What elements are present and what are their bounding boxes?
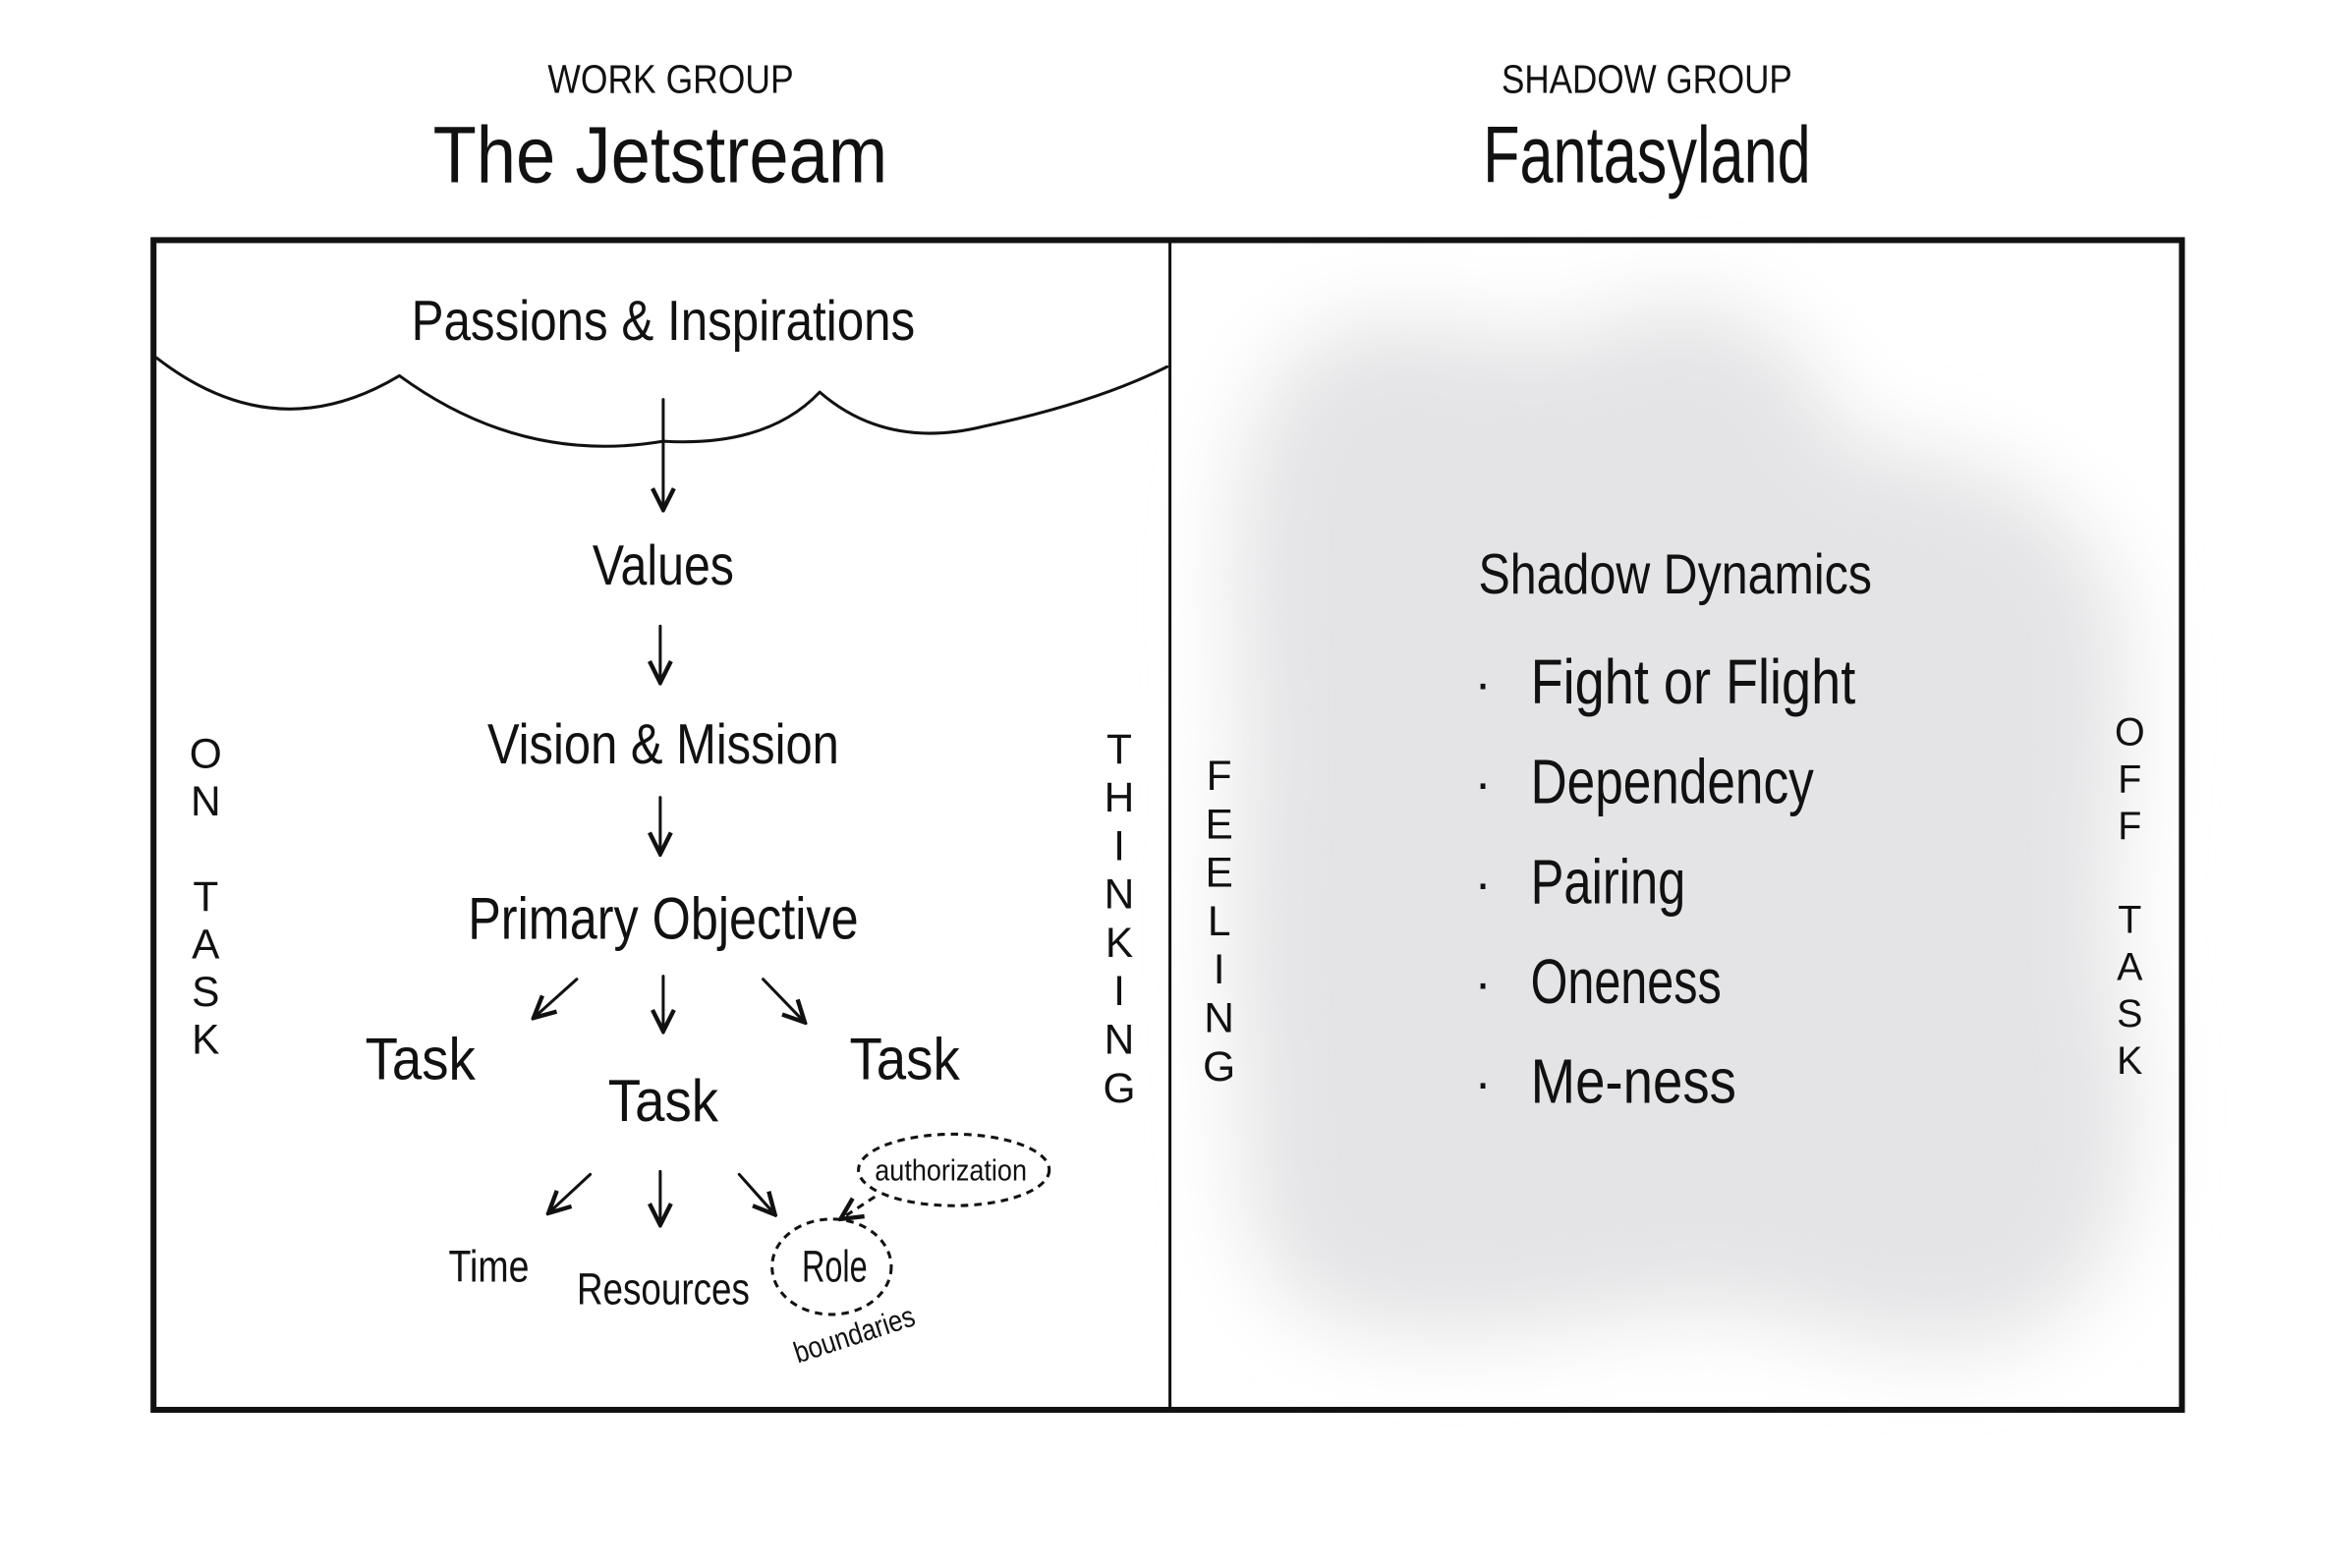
shadow-dynamics-list: · Fight or Flight · Dependency · Pairing · Onen… [1474,647,1855,1116]
side-label-letter: L [1208,898,1231,944]
task-center: Task [608,1067,719,1134]
shadow-dynamic-item: Dependency [1531,748,1814,817]
side-label-letter: F [2118,805,2141,848]
work-group-subtitle: WORK GROUP [547,56,793,101]
bullet-icon: · [1474,954,1491,1011]
bullet-icon: · [1474,755,1491,812]
detail-time: Time [449,1242,530,1292]
cloud-label: Passions & Inspirations [412,290,916,353]
bullet-icon: · [1474,654,1491,711]
diagram-frame [150,237,2185,1414]
side-label-letter: K [2117,1039,2142,1083]
side-label-letter: H [1105,774,1135,820]
shadow-dynamic-item: Oneness [1531,947,1722,1017]
boundaries-label: boundaries [790,1301,919,1371]
side-label-letter: N [1105,1017,1135,1063]
detail-role: Role [802,1242,868,1292]
shadow-group-subtitle: SHADOW GROUP [1502,56,1792,101]
side-label-letter: S [2117,992,2142,1036]
side-label-letter: T [193,873,218,920]
work-group-title: The Jetstream [433,110,888,199]
cloud-outline [154,356,1169,448]
side-label-letter: K [1106,920,1133,966]
bullet-icon: · [1474,1054,1491,1111]
side-label-letter: I [1214,946,1225,992]
side-label-letter: E [1205,801,1232,847]
flow-primary-objective: Primary Objective [468,885,858,952]
side-label-letter: A [2117,945,2143,988]
side-label-letter: F [2118,757,2141,801]
role-boundary [770,1217,893,1316]
side-label-letter: E [1205,850,1232,896]
side-label-letter: T [2118,899,2141,942]
side-label-letter: O [190,730,222,776]
arrow-left [548,1172,593,1212]
authorization-arrow [840,1195,877,1219]
side-label-letter: I [1113,968,1125,1014]
side-label-letter: F [1207,753,1232,799]
arrow-left [534,978,579,1018]
detail-resources: Resources [577,1263,750,1314]
arrow-right [762,978,805,1023]
task-left: Task [366,1025,477,1092]
side-label-letter: A [192,921,220,967]
bullet-icon: · [1474,854,1491,911]
side-label-letter: N [191,778,221,824]
shadow-dynamic-item: Me-ness [1531,1047,1736,1117]
shadow-blob [1232,303,2135,1349]
side-label-letter: K [192,1017,219,1063]
shadow-dynamics-heading: Shadow Dynamics [1479,543,1872,606]
side-label-letter: I [1113,822,1125,868]
shadow-dynamic-item: Pairing [1531,847,1686,917]
arrow-right [737,1172,774,1214]
side-label-letter: T [1106,726,1132,772]
side-label-letter: O [2115,711,2145,755]
shadow-dynamic-item: Fight or Flight [1531,647,1856,717]
side-label-letter: N [1204,995,1234,1041]
shadow-group-title: Fantasyland [1483,110,1811,199]
side-label-letter: G [1104,1065,1136,1111]
side-label-letter: S [192,969,219,1015]
flow-vision-mission: Vision & Mission [487,713,839,776]
flow-values: Values [593,534,734,597]
task-right: Task [850,1025,961,1092]
authorization-bubble [857,1132,1051,1207]
side-label-letter: G [1203,1043,1235,1090]
side-label-letter: N [1105,871,1135,918]
authorization-label: authorization [875,1154,1027,1187]
